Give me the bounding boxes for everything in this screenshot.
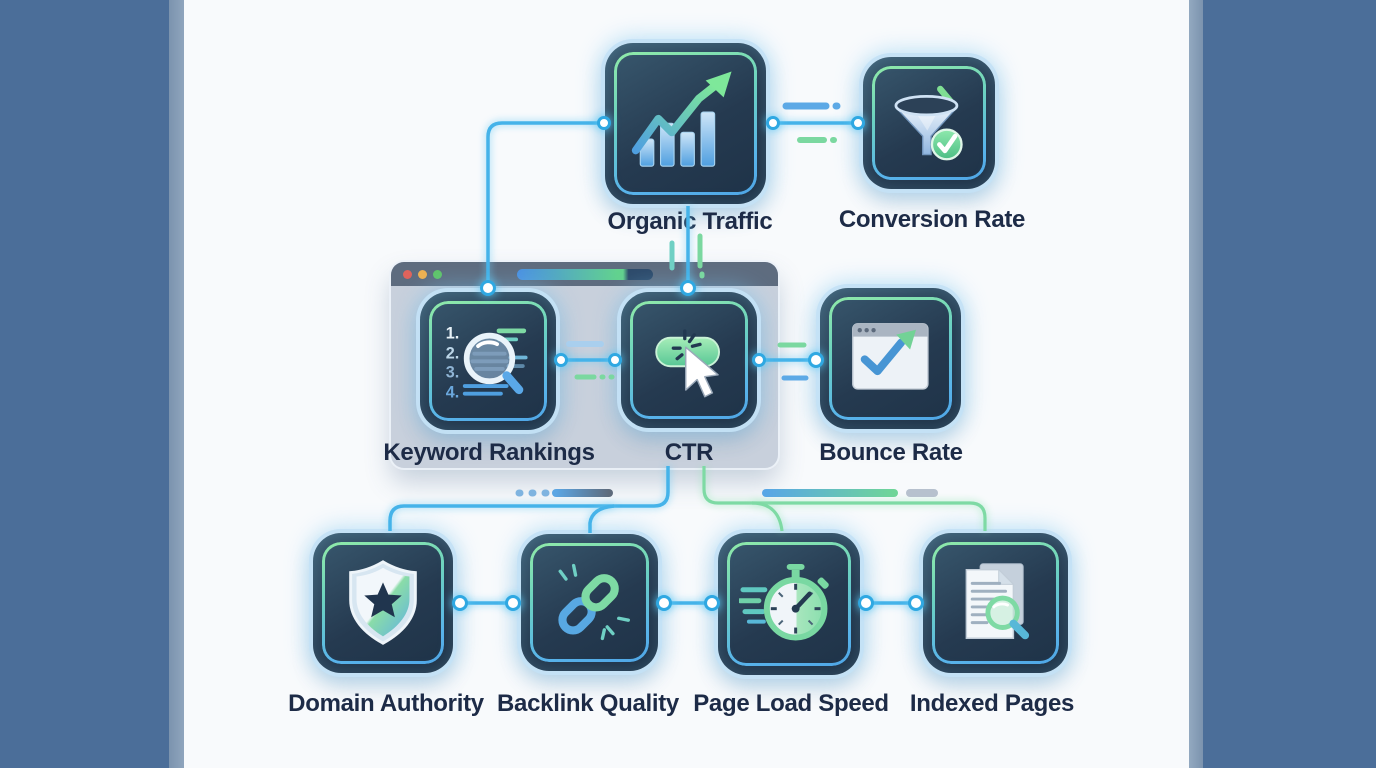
node-label-domain-authority: Domain Authority [288,690,484,717]
node-label-conversion-rate: Conversion Rate [838,206,1026,233]
node-bounce-rate [820,288,961,429]
node-indexed-pages [923,533,1068,673]
node-label-keyword-rankings: Keyword Rankings [383,439,595,466]
node-keyword-rankings: 1. 2. 3. 4. [420,292,556,430]
svg-text:3.: 3. [446,363,460,381]
node-label-indexed-pages: Indexed Pages [909,690,1075,717]
svg-text:2.: 2. [446,344,460,362]
browser-check-arrow-icon [852,323,929,390]
right-frame-strip [1189,0,1203,768]
node-conversion-rate [863,57,995,189]
button-click-cursor-icon [655,329,721,398]
stopwatch-speed-icon [739,564,830,641]
numbered-list-magnifier-icon: 1. 2. 3. 4. [446,324,528,401]
node-page-load-speed [718,533,860,675]
svg-text:4.: 4. [446,383,460,401]
window-dot-red-icon [403,270,412,279]
node-label-ctr: CTR [664,439,714,466]
left-frame-bar [0,0,169,768]
node-label-page-load-speed: Page Load Speed [693,690,889,717]
node-ctr [621,292,757,428]
node-organic-traffic [605,43,766,204]
window-dot-green-icon [433,270,442,279]
bar-chart-up-arrow-icon [631,71,732,167]
shield-star-icon [349,560,417,645]
documents-magnifier-icon [965,563,1029,640]
node-backlink-quality [521,534,658,671]
right-frame-bar [1203,0,1376,768]
funnel-checkmark-icon [894,85,963,161]
svg-text:1.: 1. [446,324,460,342]
browser-titlebar [391,262,778,286]
chain-link-icon [557,563,630,640]
window-dot-yellow-icon [418,270,427,279]
node-label-bounce-rate: Bounce Rate [819,439,963,466]
left-frame-strip [169,0,184,768]
node-label-organic-traffic: Organic Traffic [607,208,773,235]
loading-progress-bar [517,269,653,280]
node-label-backlink-quality: Backlink Quality [497,690,679,717]
node-domain-authority [313,533,453,673]
